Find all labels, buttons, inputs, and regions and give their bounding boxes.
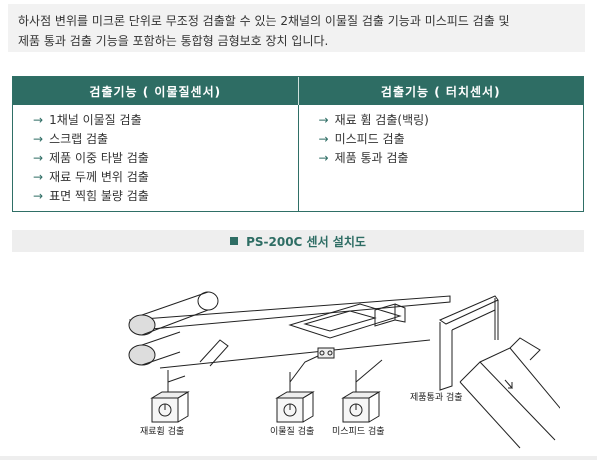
list-item: →제품 통과 검출 [318,151,409,165]
section-title-bar: PS-200C 센서 설치도 [12,230,584,252]
sensor-box-misfeed [341,391,381,423]
foreign-sensor-list: →1채널 이물질 검출 →스크랩 검출 →제품 이중 타발 검출 →재료 두께 … [13,105,299,211]
square-bullet-icon [230,237,239,245]
arrow-right-icon: → [33,151,44,165]
function-table-header: 검출기능 ( 이물질센서) 검출기능 ( 터치센서) [13,77,583,105]
intro-line-1: 하사점 변위를 미크론 단위로 무조정 검출할 수 있는 2채널의 이물질 검출… [18,14,510,28]
list-item: →미스피드 검출 [318,132,405,146]
list-item: →재료 두께 변위 검출 [33,170,149,184]
list-item: →스크랩 검출 [33,132,109,146]
list-item: →표면 찍힘 불량 검출 [33,189,149,203]
function-table: 검출기능 ( 이물질센서) 검출기능 ( 터치센서) →1채널 이물질 검출 →… [12,76,584,212]
label-misfeed: 미스피드 검출 [332,425,385,437]
section-title: PS-200C 센서 설치도 [246,234,366,249]
bottom-divider [0,456,597,460]
sensor-clamp [317,347,335,359]
installation-diagram: 재료휨 검출 이물질 검출 미스피드 검출 제품통과 검출 [128,291,560,449]
arrow-right-icon: → [318,132,329,146]
arrow-right-icon: → [318,151,329,165]
arrow-right-icon: → [33,170,44,184]
intro-panel: 하사점 변위를 미크론 단위로 무조정 검출할 수 있는 2채널의 이물질 검출… [8,4,585,52]
list-item: →재료 휨 검출(백링) [318,113,429,127]
arrow-right-icon: → [33,132,44,146]
product-chute [459,347,560,449]
label-foreign: 이물질 검출 [270,425,314,437]
touch-sensor-list: →재료 휨 검출(백링) →미스피드 검출 →제품 통과 검출 [299,105,584,211]
arrow-right-icon: → [33,189,44,203]
product-pass-frame [438,295,499,325]
list-item: →제품 이중 타발 검출 [33,151,149,165]
header-foreign-sensor: 검출기능 ( 이물질센서) [13,77,299,105]
label-product-pass: 제품통과 검출 [410,391,463,403]
sensor-box-foreign [275,391,315,423]
arrow-right-icon: → [318,113,329,127]
arrow-right-icon: → [33,113,44,127]
intro-line-2: 제품 통과 검출 기능을 포함하는 통합형 금형보호 장치 입니다. [18,34,329,48]
die-plate [288,303,402,339]
label-material-bend: 재료휨 검출 [140,425,184,437]
list-item: →1채널 이물질 검출 [33,113,142,127]
header-touch-sensor: 검출기능 ( 터치센서) [380,84,501,99]
sensor-box-material-bend [150,391,190,423]
